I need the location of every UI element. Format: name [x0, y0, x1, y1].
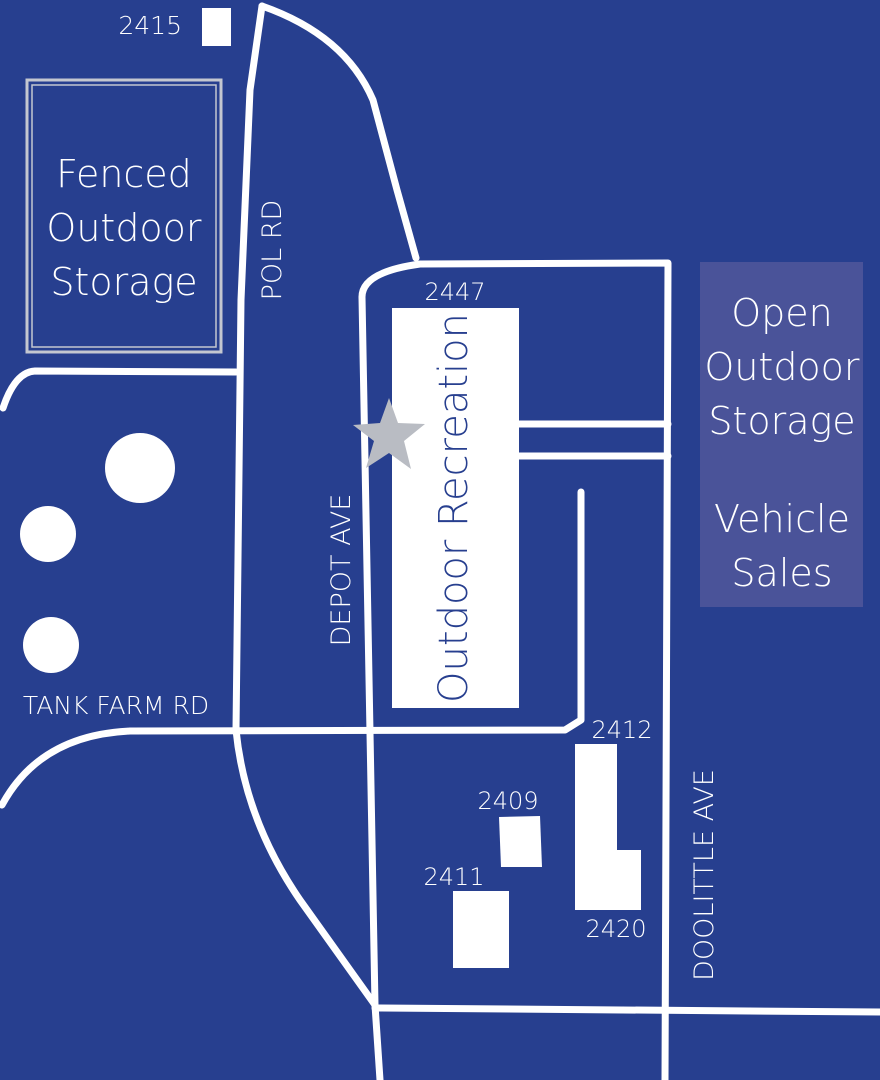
fenced-outdoor-storage-area[interactable]: Fenced Outdoor Storage: [25, 78, 223, 354]
building-label-2420: 2420: [585, 915, 646, 943]
building-2411[interactable]: [453, 891, 509, 968]
open-storage-label-line: Open: [731, 291, 833, 335]
tank-circle: [105, 433, 175, 503]
fenced-label-line: Storage: [50, 260, 197, 304]
vehicle-sales-label-line: Sales: [731, 551, 832, 595]
open-storage-label-line: Storage: [708, 399, 855, 443]
upper-west-road: [0, 367, 240, 412]
fenced-label-line: Outdoor: [46, 206, 202, 250]
building-label-2411: 2411: [423, 863, 484, 891]
tank-circle: [23, 617, 79, 673]
tank-farm-rd-road: [0, 488, 585, 809]
building-label-2409: 2409: [477, 787, 538, 815]
loop-top-road: [358, 259, 672, 1080]
vehicle-sales-label-line: Vehicle: [714, 497, 850, 541]
building-label-2415: 2415: [118, 11, 182, 40]
open-storage-vehicle-sales-area[interactable]: Open Outdoor Storage Vehicle Sales: [700, 262, 863, 607]
road-label-tank-farm-rd: TANK FARM RD: [23, 691, 209, 720]
pol-rd-east-edge: [258, 2, 420, 262]
tank-circle: [20, 506, 76, 562]
building-2412-2420[interactable]: [575, 744, 641, 910]
road-label-doolittle-ave: DOOLITTLE AVE: [689, 769, 720, 981]
road-label-pol-rd: POL RD: [257, 200, 288, 301]
building-2409[interactable]: [499, 816, 542, 867]
building-label-2447: 2447: [424, 278, 485, 306]
road-label-depot-ave: DEPOT AVE: [326, 494, 357, 647]
building-label-2412: 2412: [591, 716, 652, 744]
outdoor-recreation-area[interactable]: Outdoor Recreation: [392, 308, 519, 708]
south-road: [371, 1004, 880, 1016]
star-icon[interactable]: [353, 398, 425, 469]
building-2415[interactable]: [202, 8, 231, 46]
open-storage-label-line: Outdoor: [704, 345, 860, 389]
fenced-label-line: Fenced: [56, 152, 192, 196]
outdoor-recreation-label: Outdoor Recreation: [431, 313, 477, 703]
